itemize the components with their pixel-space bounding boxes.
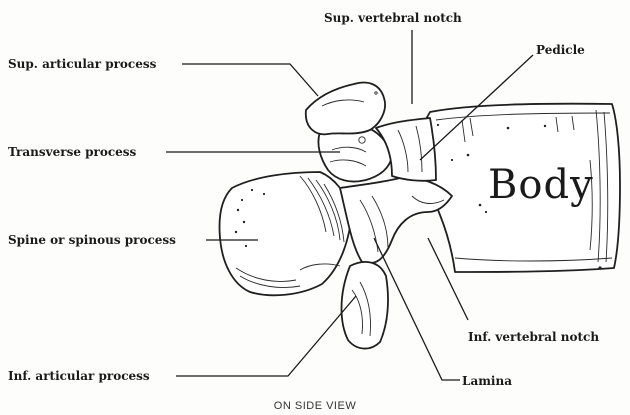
superior-articular-process-shape <box>306 83 385 135</box>
label-pedicle: Pedicle <box>536 43 585 57</box>
spinous-process-shape <box>220 172 353 295</box>
label-inf-articular-process: Inf. articular process <box>8 369 150 383</box>
label-body: Body <box>488 162 594 208</box>
label-sup-vertebral-notch: Sup. vertebral notch <box>324 11 462 25</box>
label-spine-or-spinous-process: Spine or spinous process <box>8 233 176 247</box>
caption: ON SIDE VIEW <box>274 400 357 412</box>
label-inf-vertebral-notch: Inf. vertebral notch <box>468 330 599 344</box>
label-sup-articular-process: Sup. articular process <box>8 57 157 71</box>
label-transverse-process: Transverse process <box>8 145 137 159</box>
lamina-shape <box>340 178 452 263</box>
label-lamina: Lamina <box>462 374 512 388</box>
